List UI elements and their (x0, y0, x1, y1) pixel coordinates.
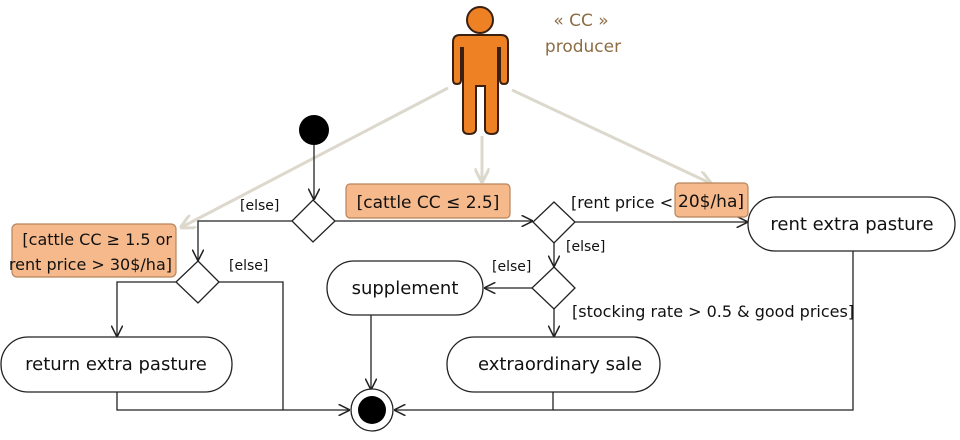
flow-return-end (116, 392, 283, 411)
decision-node-2 (175, 260, 220, 304)
note-cattle-ge (11, 223, 177, 278)
decision-node-4 (531, 266, 576, 310)
final-node (350, 388, 394, 432)
decision-node-1 (291, 199, 336, 243)
decision-node-3 (532, 201, 576, 244)
action-label: rent extra pasture (770, 214, 933, 235)
note-text: [cattle CC ≤ 2.5] (357, 193, 500, 213)
action-return-extra-pasture (0, 336, 233, 393)
action-rent-extra-pasture (747, 196, 956, 252)
actor-name: producer (545, 37, 621, 57)
flow-else-1 (198, 220, 292, 261)
flow-else-2 (219, 281, 350, 410)
flow-to-return (117, 281, 176, 337)
note-cattle-le (345, 183, 511, 219)
action-label: return extra pasture (25, 354, 207, 375)
guard-label: [else] (566, 239, 605, 255)
initial-node (299, 115, 329, 145)
dependency-line-right (511, 88, 712, 184)
guard-label: [else] (229, 258, 268, 274)
guard-label: [else] (240, 198, 279, 214)
actor-stereotype: « CC » (553, 11, 608, 31)
note-text: rent price > 30$/ha] (9, 255, 172, 274)
guard-label: [rent price < (571, 193, 673, 212)
guard-label: [stocking rate > 0.5 & good prices] (572, 302, 854, 321)
action-label: supplement (352, 278, 459, 299)
note-text: [cattle CC ≥ 1.5 or (22, 230, 172, 249)
action-supplement (326, 260, 484, 316)
note-text: 20$/ha] (678, 192, 744, 212)
person-icon (452, 6, 509, 136)
action-extraordinary-sale (446, 336, 661, 393)
flow-rent-end (394, 251, 854, 410)
guard-label: [else] (492, 259, 531, 275)
note-rent-price (674, 182, 749, 218)
action-label: extraordinary sale (478, 354, 642, 375)
